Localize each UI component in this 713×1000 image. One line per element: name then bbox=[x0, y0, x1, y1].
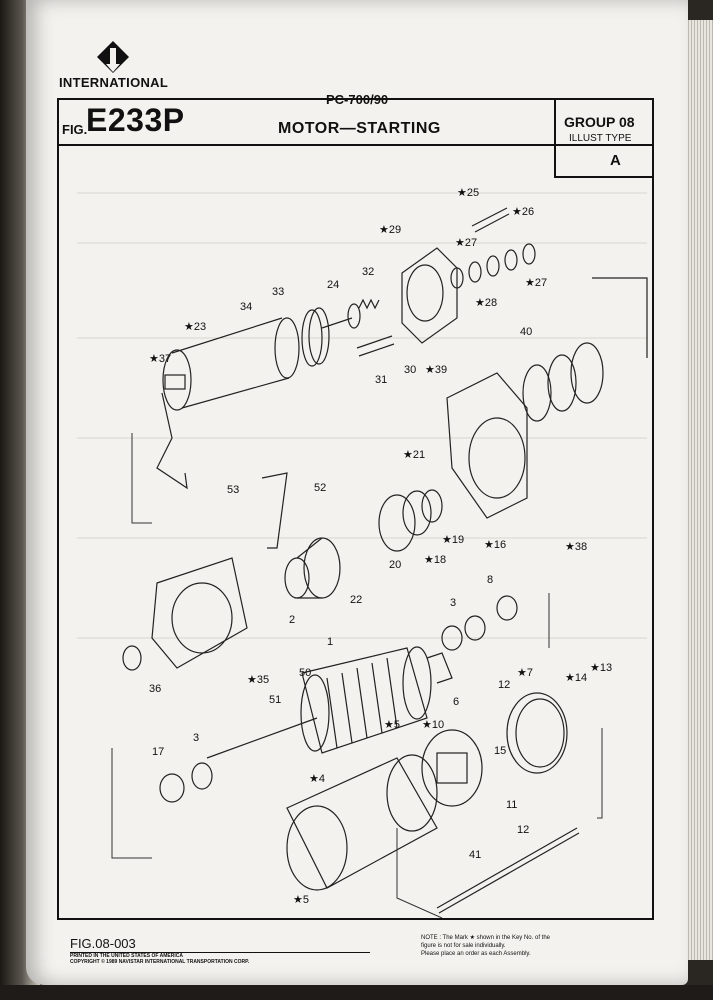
illust-type-label: ILLUST TYPE bbox=[569, 133, 632, 144]
exploded-parts-diagram: ★25 ★26 ★27 ★27 ★28 ★29 32 24 34 33 ★23 … bbox=[77, 187, 648, 918]
bleed-through bbox=[77, 192, 647, 639]
international-logo-icon bbox=[97, 41, 129, 73]
yoke bbox=[286, 754, 438, 891]
group-label: GROUP 08 bbox=[564, 114, 635, 130]
callout: 52 bbox=[314, 482, 326, 494]
clutch-parts bbox=[378, 489, 443, 552]
bolt-25 bbox=[471, 207, 510, 233]
brand-name: INTERNATIONAL bbox=[59, 75, 169, 90]
footer-rule bbox=[70, 952, 370, 953]
front-housing bbox=[122, 557, 248, 671]
callout: ★7 bbox=[517, 667, 533, 679]
callout: 3 bbox=[450, 597, 456, 609]
callout: ★5 bbox=[293, 894, 309, 906]
note-line: NOTE : The Mark ★ shown in the Key No. o… bbox=[421, 935, 550, 941]
callout: 33 bbox=[272, 286, 284, 298]
callout: 24 bbox=[327, 279, 339, 291]
callout: ★39 bbox=[425, 364, 447, 376]
figure-number: FIG.08-003 bbox=[70, 936, 136, 951]
callout: 6 bbox=[453, 696, 459, 708]
shift-lever bbox=[156, 392, 188, 490]
callout: 50 bbox=[299, 667, 311, 679]
bushing-17 bbox=[159, 762, 213, 803]
callout: 12 bbox=[498, 679, 510, 691]
group-rule bbox=[554, 176, 654, 178]
group-divider bbox=[554, 98, 556, 178]
illust-type-value: A bbox=[610, 152, 621, 169]
bracket-53 bbox=[261, 472, 288, 549]
solenoid-cap bbox=[401, 247, 458, 344]
callout: ★28 bbox=[475, 297, 497, 309]
fig-code: E233P bbox=[86, 102, 185, 138]
callout: 41 bbox=[469, 849, 481, 861]
callout: 2 bbox=[289, 614, 295, 626]
through-bolt bbox=[436, 827, 580, 914]
callout: 53 bbox=[227, 484, 239, 496]
callout: ★18 bbox=[424, 554, 446, 566]
callout: ★37 bbox=[149, 353, 171, 365]
callout-labels: ★25 ★26 ★27 ★27 ★28 ★29 32 24 34 33 ★23 … bbox=[149, 187, 612, 906]
plunger-spring bbox=[321, 298, 380, 329]
washers-3 bbox=[441, 595, 518, 651]
callout: 30 bbox=[404, 364, 416, 376]
figure-frame bbox=[57, 98, 654, 920]
callout: 15 bbox=[494, 745, 506, 757]
page-edges bbox=[686, 20, 713, 960]
callout: ★26 bbox=[512, 206, 534, 218]
callout: ★14 bbox=[565, 672, 587, 684]
printed-notice: PRINTED IN THE UNITED STATES OF AMERICA … bbox=[70, 953, 249, 965]
callout: 36 bbox=[149, 683, 161, 695]
solenoid bbox=[162, 307, 330, 411]
callout: ★4 bbox=[309, 773, 325, 785]
callout: 51 bbox=[269, 694, 281, 706]
callout: ★38 bbox=[565, 541, 587, 553]
callout: ★29 bbox=[379, 224, 401, 236]
assembly-brackets bbox=[111, 433, 603, 918]
callout: ★27 bbox=[525, 277, 547, 289]
cover-band bbox=[506, 692, 568, 774]
callout: 34 bbox=[240, 301, 252, 313]
callout: 12 bbox=[517, 824, 529, 836]
pinion-gear bbox=[284, 537, 341, 599]
callout: ★21 bbox=[403, 449, 425, 461]
callout: 20 bbox=[389, 559, 401, 571]
callout: ★19 bbox=[442, 534, 464, 546]
header-rule bbox=[57, 144, 654, 146]
catalog-page: INTERNATIONAL PC-700/90 FIG. E233P MOTOR… bbox=[26, 0, 688, 985]
callout: 40 bbox=[520, 326, 532, 338]
drive-housing-cover bbox=[446, 372, 528, 519]
callout: ★13 bbox=[590, 662, 612, 674]
callout: ★23 bbox=[184, 321, 206, 333]
callout: ★27 bbox=[455, 237, 477, 249]
bottom-shadow bbox=[0, 985, 713, 1000]
copyright-line: COPYRIGHT © 1989 NAVISTAR INTERNATIONAL … bbox=[70, 959, 250, 965]
page-title: MOTOR—STARTING bbox=[278, 120, 441, 137]
brush-holder bbox=[421, 729, 483, 807]
note-line: Please place an order as each Assembly. bbox=[421, 951, 531, 957]
callout: 31 bbox=[375, 374, 387, 386]
callout: ★16 bbox=[484, 539, 506, 551]
callout: 32 bbox=[362, 266, 374, 278]
callout: 17 bbox=[152, 746, 164, 758]
callout: ★10 bbox=[422, 719, 444, 731]
printed-line: PRINTED IN THE UNITED STATES OF AMERICA bbox=[70, 953, 183, 959]
callout: 22 bbox=[350, 594, 362, 606]
callout: 3 bbox=[193, 732, 199, 744]
callout: 11 bbox=[506, 799, 517, 811]
washer-stack bbox=[450, 243, 536, 289]
note-line: figure is not for sale individually. bbox=[421, 943, 506, 949]
callout: ★25 bbox=[457, 187, 479, 199]
footnote: NOTE : The Mark ★ shown in the Key No. o… bbox=[421, 934, 641, 958]
plate-assembly-40 bbox=[522, 277, 648, 422]
fig-label: FIG. bbox=[62, 122, 88, 137]
callout: 1 bbox=[327, 636, 333, 648]
bolt-31 bbox=[356, 335, 395, 357]
callout: 8 bbox=[487, 574, 493, 586]
callout: ★35 bbox=[247, 674, 269, 686]
armature bbox=[206, 646, 453, 759]
callout: ★5 bbox=[384, 719, 400, 731]
